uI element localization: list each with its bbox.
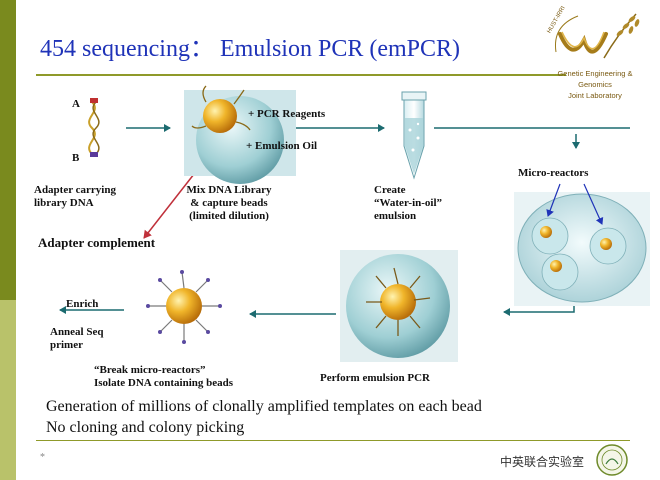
mix-library-line2: & capture beads [190, 197, 268, 209]
mix-library-line3: (limited dilution) [189, 210, 269, 222]
micro-reactors-label: Micro-reactors [518, 167, 589, 179]
pointer-arrow-right [583, 183, 604, 225]
emulsion-tube-image [401, 91, 427, 180]
summary-line-1: Generation of millions of clonally ampli… [46, 398, 482, 415]
create-emulsion-line3: emulsion [374, 210, 417, 222]
pcr-droplet-image [340, 250, 458, 362]
create-emulsion-line1: Create [374, 184, 406, 196]
adapter-library-line1: Adapter carrying [34, 184, 116, 196]
left-bar-light [0, 300, 16, 480]
create-emulsion-line2: “Water-in-oil” [374, 197, 443, 209]
anneal-label: Anneal Seq primer [50, 326, 104, 352]
bead-droplet-image [184, 85, 296, 184]
footer-divider [36, 440, 630, 441]
adapter-dna-strand [88, 98, 100, 157]
pointer-arrow-left [546, 183, 561, 217]
lab-name-line2: Joint Laboratory [568, 91, 622, 100]
left-bar-dark [0, 0, 16, 300]
lab-name: Genetic Engineering & Genomics Joint Lab… [540, 68, 650, 101]
label-a: A [72, 98, 80, 110]
logo-arc-text: HUST-IRRI [547, 5, 567, 34]
mix-library-line1: Mix DNA Library [186, 184, 272, 196]
anneal-line2: primer [50, 339, 83, 351]
lab-name-line1: Genetic Engineering & Genomics [557, 69, 633, 89]
enrich-label: Enrich [66, 298, 99, 310]
micro-reactors-dish-image [514, 192, 650, 306]
summary-line-2: No cloning and colony picking [46, 419, 245, 436]
anneal-line1: Anneal Seq [50, 326, 104, 338]
mix-library-label: Mix DNA Library & capture beads (limited… [176, 184, 282, 223]
lab-logo: HUST-IRRI [547, 5, 640, 59]
perform-pcr-label: Perform emulsion PCR [320, 372, 430, 384]
pcr-reagents-label: + PCR Reagents [248, 108, 326, 120]
label-b: B [72, 152, 80, 164]
break-line2: Isolate DNA containing beads [94, 377, 234, 389]
break-line1: “Break micro-reactors” [94, 364, 206, 376]
footer-bullet: * [40, 452, 45, 463]
adapter-library-label: Adapter carrying library DNA [34, 184, 116, 210]
footer-lab-name: 中英联合实验室 [500, 455, 585, 469]
emulsion-oil-label: + Emulsion Oil [246, 140, 318, 152]
isolated-bead-image [130, 268, 242, 354]
adapter-library-line2: library DNA [34, 197, 94, 209]
break-reactors-label: “Break micro-reactors” Isolate DNA conta… [94, 364, 233, 390]
create-emulsion-label: Create “Water-in-oil” emulsion [374, 184, 442, 223]
footer-seal [596, 444, 628, 476]
adapter-complement-label: Adapter complement [38, 235, 156, 250]
page-title: 454 sequencing： Emulsion PCR (emPCR) [40, 36, 460, 62]
title-divider [36, 74, 566, 76]
